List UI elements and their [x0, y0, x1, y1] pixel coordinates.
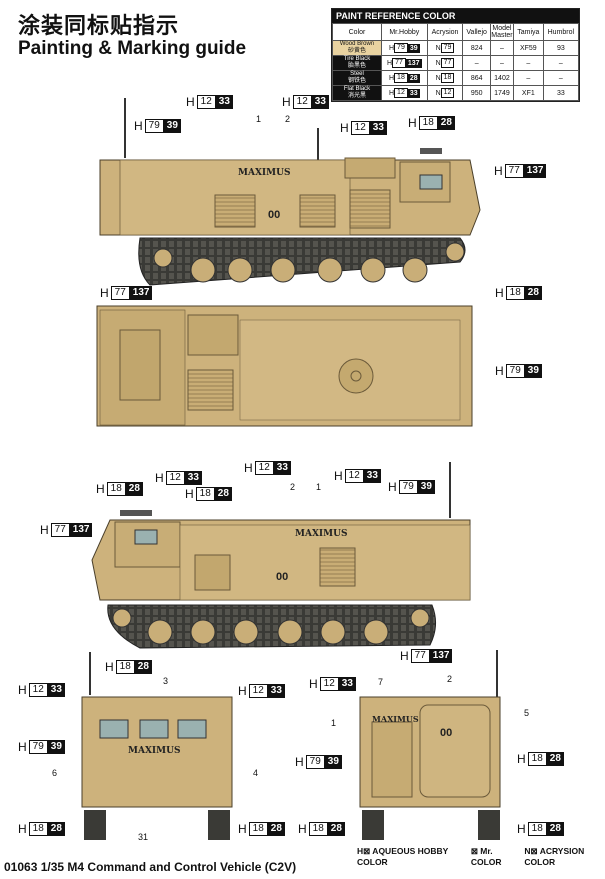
vehicle-number-marking-1: 00	[268, 209, 280, 221]
paint-reference-table: PAINT REFERENCE COLOR Color Mr.Hobby Acr…	[331, 8, 580, 102]
rear-view: MAXIMUS 00	[359, 650, 501, 840]
part-number: 4	[253, 768, 259, 778]
top-view	[96, 305, 473, 427]
legend-mr-color: ⊠ Mr. COLOR	[470, 846, 502, 867]
paint-table-heading: PAINT REFERENCE COLOR	[332, 9, 579, 23]
vehicle-number-marking-3: 00	[440, 727, 452, 739]
title-chinese: 涂装同标贴指示	[18, 14, 180, 39]
footer-caption: 01063 1/35 M4 Command and Control Vehicl…	[4, 860, 297, 874]
col-acrysion: Acrysion	[426, 23, 464, 41]
part-number: 6	[52, 768, 58, 778]
part-number: 7	[378, 677, 384, 687]
title-english: Painting & Marking guide	[18, 38, 247, 59]
col-model-master: Model Master	[489, 23, 514, 41]
part-number: 2	[290, 482, 296, 492]
part-number: 5	[524, 708, 530, 718]
part-number: 1	[316, 482, 322, 492]
vehicle-name-marking-3: MAXIMUS	[128, 746, 180, 756]
part-number: 2	[285, 114, 291, 124]
part-number: 2	[447, 674, 453, 684]
vehicle-name-marking-1: MAXIMUS	[238, 168, 290, 178]
part-number: 31	[138, 832, 149, 842]
vehicle-name-marking-2: MAXIMUS	[295, 529, 347, 539]
color-legend: H⊠ AQUEOUS HOBBY COLOR ⊠ Mr. COLOR N⊠ AC…	[357, 846, 605, 867]
vehicle-number-marking-2: 00	[276, 571, 288, 583]
side-view-left: MAXIMUS 00	[99, 98, 481, 286]
side-view-right: MAXIMUS 00	[91, 462, 471, 649]
part-number: 1	[331, 718, 337, 728]
part-number: 1	[256, 114, 262, 124]
front-view: MAXIMUS	[81, 652, 233, 840]
legend-aqueous: H⊠ AQUEOUS HOBBY COLOR	[357, 846, 449, 867]
legend-acrysion: N⊠ ACRYSION COLOR	[524, 846, 585, 867]
part-number: 3	[163, 676, 169, 686]
vehicle-name-marking-4: MAXIMUS	[372, 714, 419, 724]
